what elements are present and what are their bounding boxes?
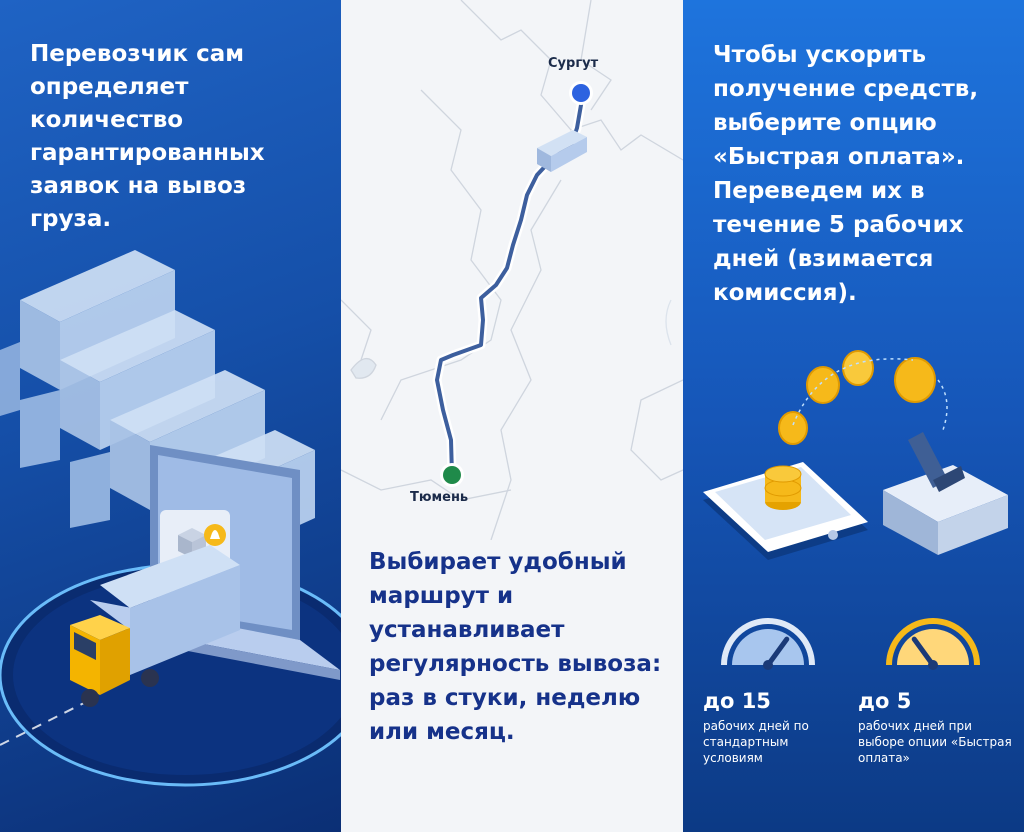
payment-illustration <box>703 350 1008 560</box>
stat-standard: до 15 рабочих дней по стандартным услови… <box>703 688 858 766</box>
bell-icon <box>204 524 226 546</box>
trucks-illustration <box>0 250 341 787</box>
left-heading: Перевозчик сам определяет количество гар… <box>30 41 265 232</box>
left-panel: Перевозчик сам определяет количество гар… <box>0 0 341 832</box>
route-map <box>341 0 683 540</box>
truck-icon <box>0 250 175 416</box>
right-panel: Чтобы ускорить получение средств, выбери… <box>683 0 1024 832</box>
truck-icon <box>70 545 240 707</box>
stat-fast-desc: рабочих дней при выборе опции «Быстрая о… <box>858 719 1012 765</box>
map-pin-icon <box>440 463 464 487</box>
speedometer-icon <box>886 618 980 670</box>
stat-standard-value: до 15 <box>703 689 771 713</box>
card-reader-icon <box>883 432 1008 555</box>
city-label-start: Тюмень <box>410 490 469 505</box>
stat-fast-value: до 5 <box>858 689 912 713</box>
stat-fast: до 5 рабочих дней при выборе опции «Быст… <box>858 688 1018 766</box>
coin-icon <box>764 465 802 510</box>
stat-standard-desc: рабочих дней по стандартным условиям <box>703 719 809 765</box>
city-label-end: Сургут <box>548 56 599 71</box>
map-pin-icon <box>569 81 593 105</box>
middle-heading: Выбирает удобный маршрут и устанавливает… <box>369 549 662 745</box>
truck-icon <box>537 130 587 172</box>
speedometer-icon <box>721 618 815 670</box>
coin-icon <box>778 350 936 445</box>
right-heading: Чтобы ускорить получение средств, выбери… <box>713 42 979 306</box>
middle-panel: Сургут Тюмень Выбирает удобный маршрут и… <box>341 0 683 832</box>
